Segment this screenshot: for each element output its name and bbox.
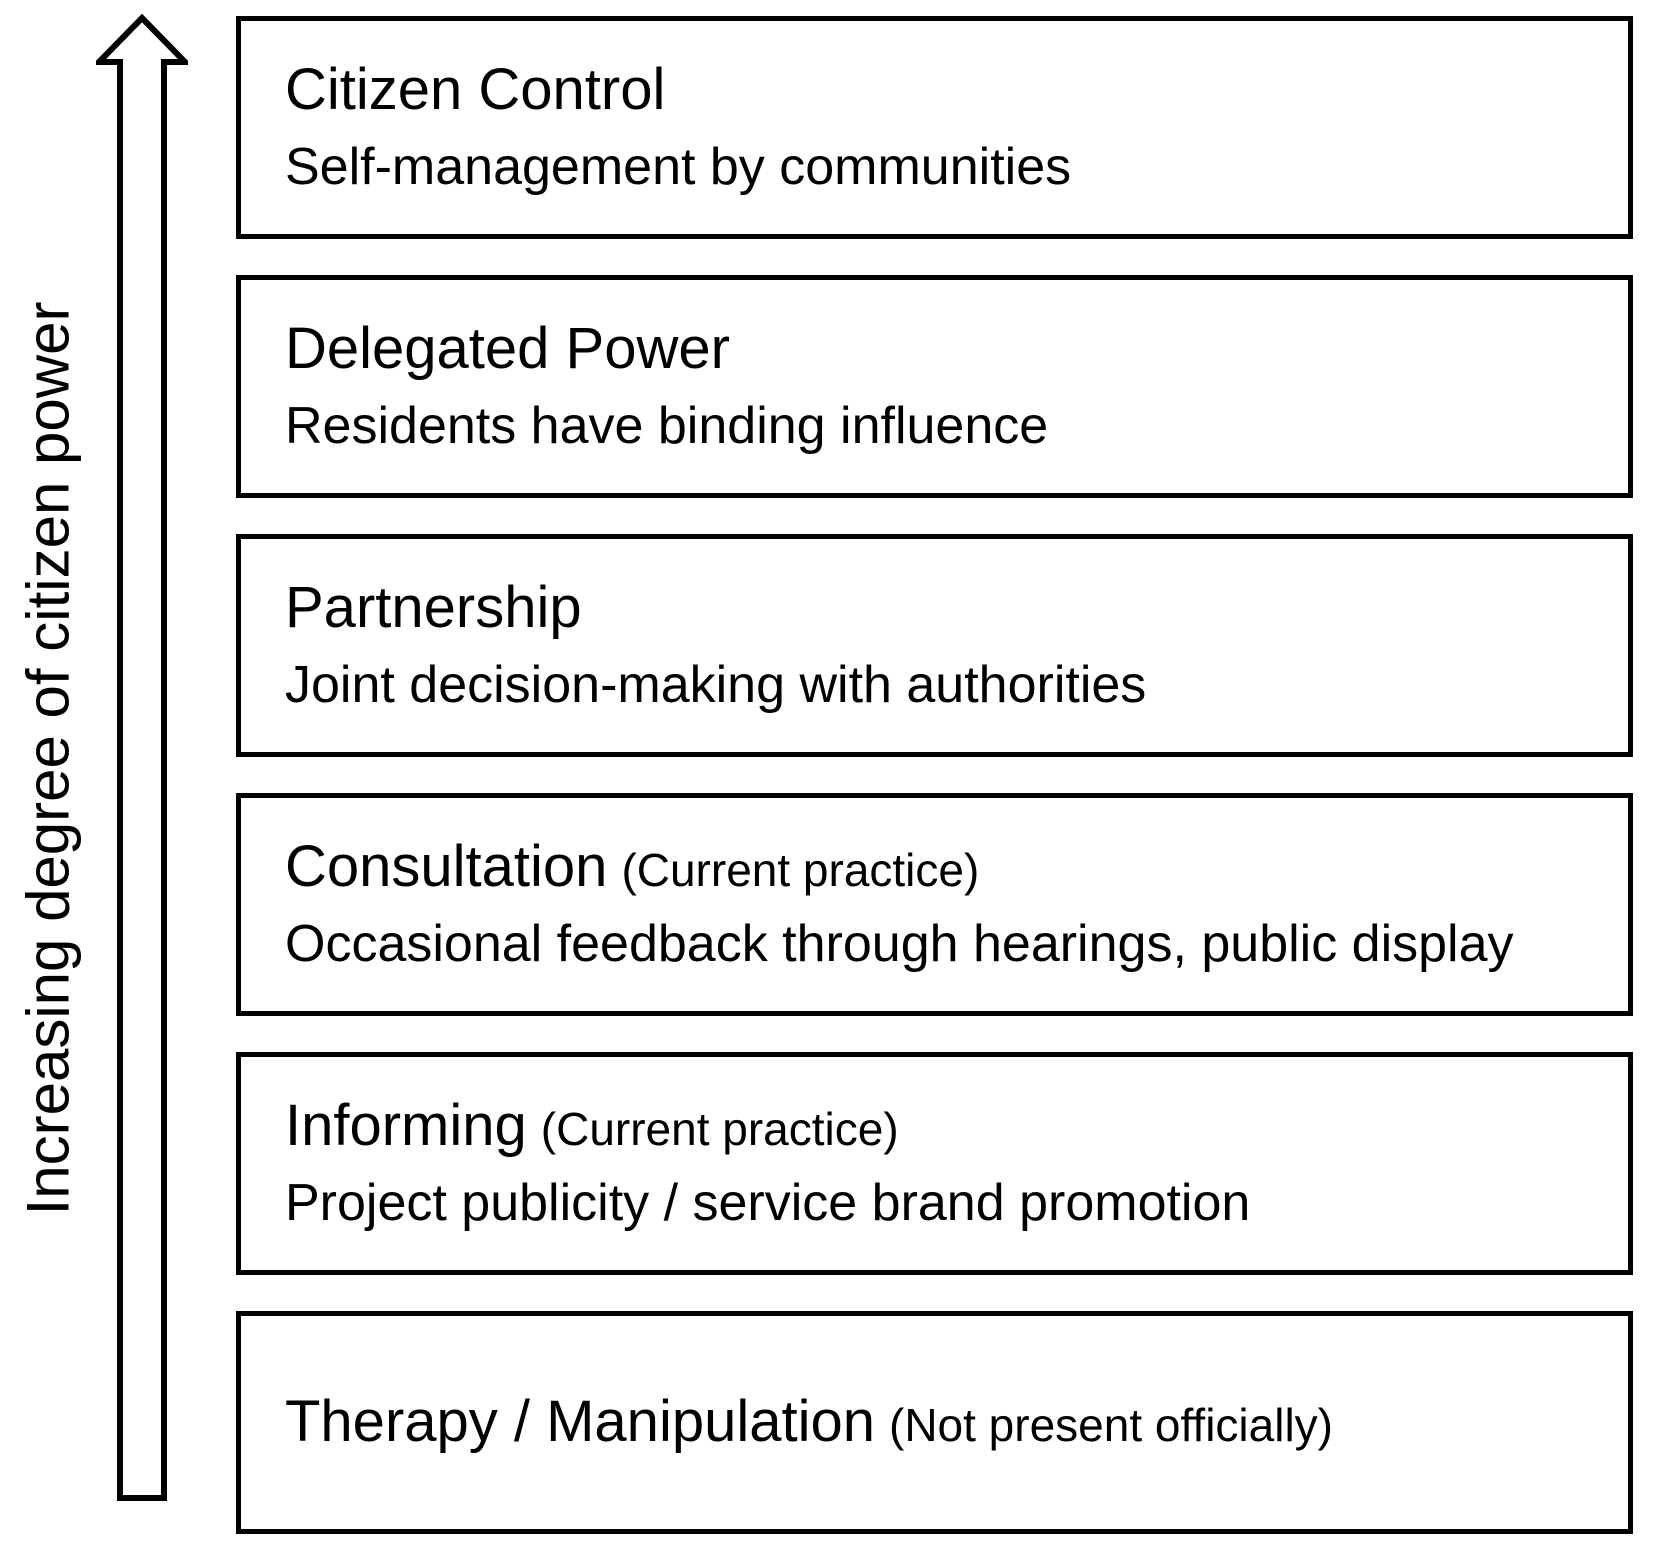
level-title-text: Informing xyxy=(285,1093,527,1159)
level-therapy-manipulation: Therapy / Manipulation (Not present offic… xyxy=(236,1311,1633,1534)
axis-label-wrap: Increasing degree of citizen power xyxy=(6,238,90,1278)
level-description: Project publicity / service brand promot… xyxy=(285,1173,1251,1232)
level-title-text: Citizen Control xyxy=(285,57,666,123)
level-title: Consultation(Current practice) xyxy=(285,834,1612,901)
level-title: Delegated Power xyxy=(285,316,1612,383)
level-description: Joint decision-making with authorities xyxy=(285,655,1147,714)
level-title: Informing(Current practice) xyxy=(285,1093,1612,1160)
axis-label: Increasing degree of citizen power xyxy=(14,301,82,1215)
level-title: Citizen Control xyxy=(285,57,1612,124)
level-title-text: Therapy / Manipulation xyxy=(285,1389,875,1455)
level-title: Therapy / Manipulation (Not present offic… xyxy=(285,1389,1612,1456)
level-title-text: Consultation xyxy=(285,834,608,900)
level-description: Occasional feedback through hearings, pu… xyxy=(285,914,1514,973)
level-title-suffix: (Not present officially) xyxy=(889,1399,1333,1452)
level-title: Partnership xyxy=(285,575,1612,642)
level-delegated-power: Delegated Power Residents have binding i… xyxy=(236,275,1633,498)
level-informing: Informing(Current practice) Project publ… xyxy=(236,1052,1633,1275)
ladder-levels: Citizen Control Self-management by commu… xyxy=(236,16,1633,1534)
level-description: Residents have binding influence xyxy=(285,396,1049,455)
level-title-suffix: (Current practice) xyxy=(621,844,980,897)
up-arrow-icon xyxy=(96,13,188,1501)
level-consultation: Consultation(Current practice) Occasiona… xyxy=(236,793,1633,1016)
level-title-text: Delegated Power xyxy=(285,316,730,382)
level-citizen-control: Citizen Control Self-management by commu… xyxy=(236,16,1633,239)
level-title-suffix: (Current practice) xyxy=(540,1103,899,1156)
level-description: Self-management by communities xyxy=(285,137,1072,196)
level-title-text: Partnership xyxy=(285,575,582,641)
level-partnership: Partnership Joint decision-making with a… xyxy=(236,534,1633,757)
